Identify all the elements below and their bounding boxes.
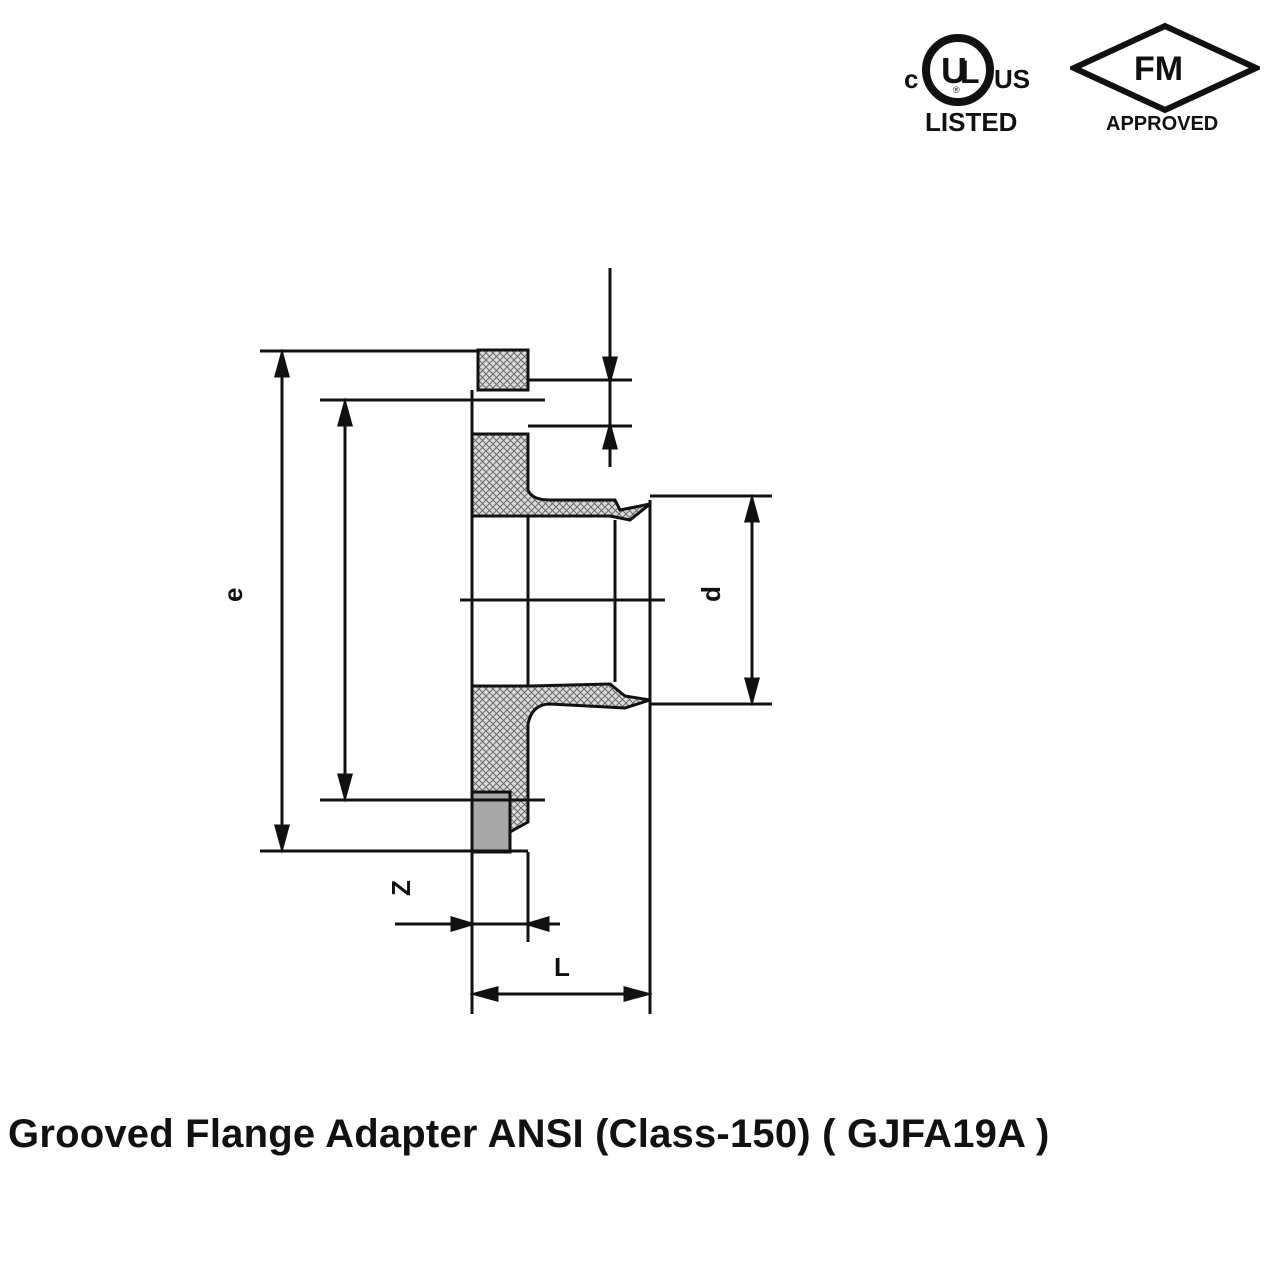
outline-lines xyxy=(260,268,772,1014)
ul-listed-logo: c U L ® US LISTED xyxy=(904,34,1030,137)
dimension-lines xyxy=(274,348,760,1002)
svg-text:U: U xyxy=(941,50,967,91)
svg-text:®: ® xyxy=(953,85,960,95)
flange-top-block xyxy=(476,348,530,392)
svg-text:c: c xyxy=(904,64,918,94)
product-title: Grooved Flange Adapter ANSI (Class-150) … xyxy=(8,1112,1050,1156)
dimension-label-z: Z xyxy=(386,880,416,896)
svg-text:L: L xyxy=(960,54,980,90)
dimension-label-e: e xyxy=(220,588,248,602)
fm-approved-logo: FM APPROVED xyxy=(1070,22,1260,135)
hub-upper xyxy=(470,432,651,522)
svg-text:LISTED: LISTED xyxy=(925,107,1017,137)
flange-body xyxy=(470,348,651,848)
svg-text:APPROVED: APPROVED xyxy=(1106,113,1218,135)
dimension-label-l: L xyxy=(554,952,570,982)
svg-text:FM: FM xyxy=(1134,50,1183,88)
hub-lower xyxy=(470,682,651,848)
dimension-label-d: d xyxy=(696,586,726,602)
flange-adapter-drawing: e d L Z xyxy=(220,268,772,1014)
svg-text:US: US xyxy=(994,64,1030,94)
